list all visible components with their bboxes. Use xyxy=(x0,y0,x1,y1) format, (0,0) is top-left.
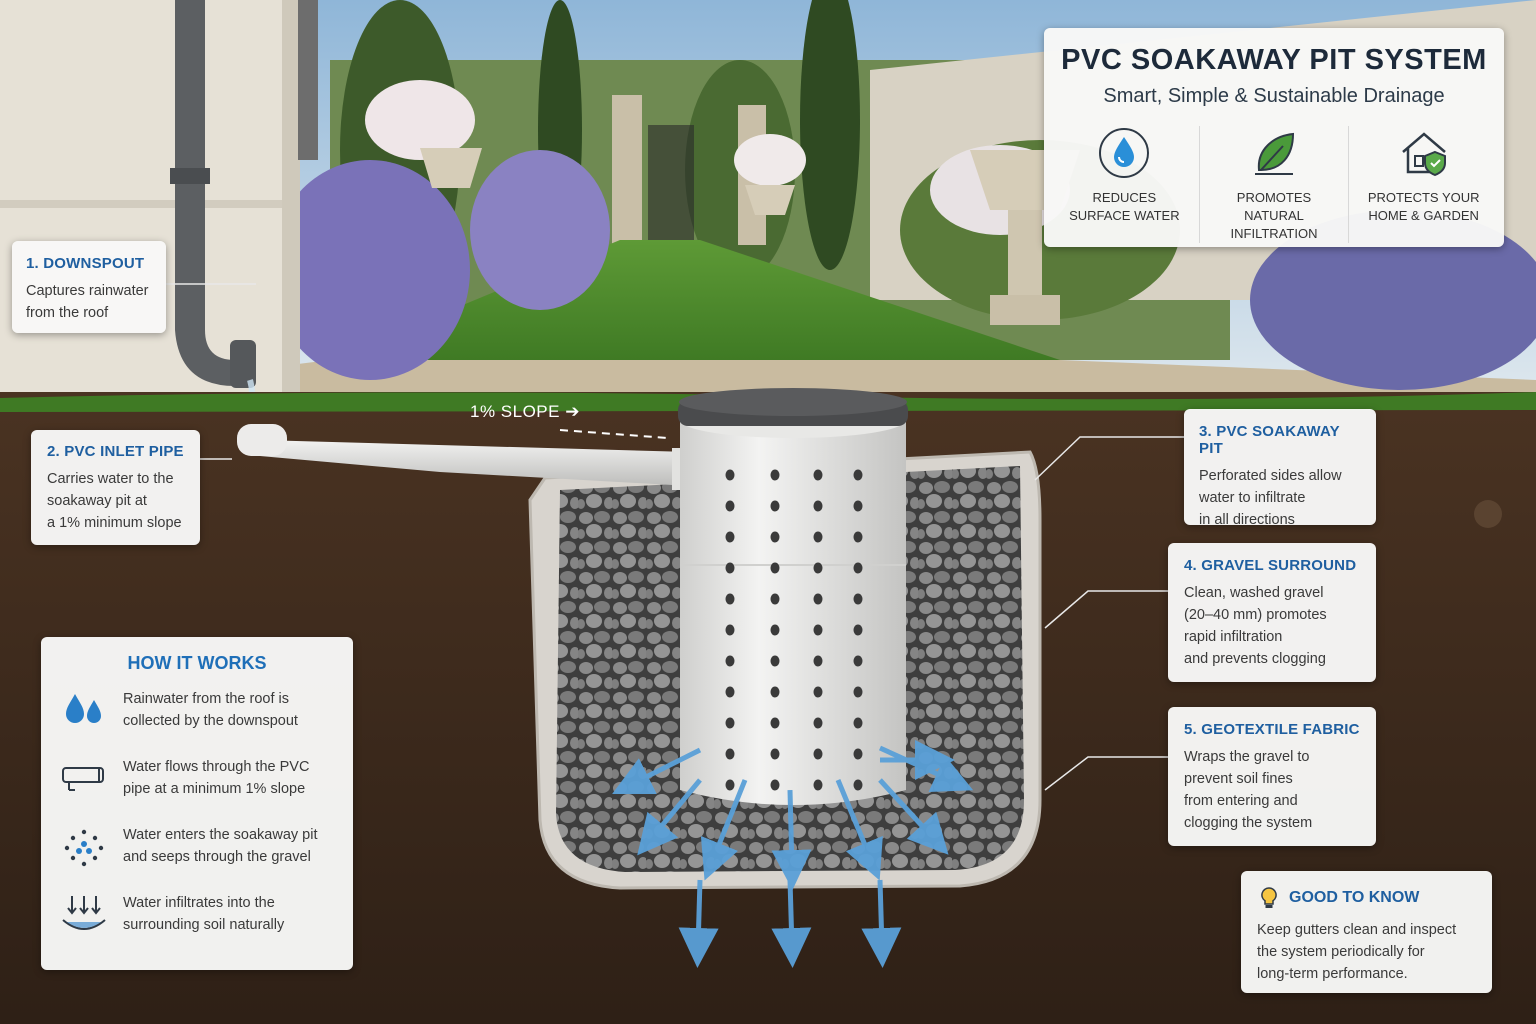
page-subtitle: Smart, Simple & Sustainable Drainage xyxy=(1103,85,1445,107)
perforation-hole xyxy=(853,686,863,698)
perforation-hole xyxy=(770,562,780,574)
perforation-hole xyxy=(813,717,823,729)
perforation-hole xyxy=(770,500,780,512)
how-it-works-title: HOW IT WORKS xyxy=(127,653,267,673)
arrow-right-icon: ➔ xyxy=(565,402,580,421)
perforation-hole xyxy=(813,562,823,574)
perforation-hole xyxy=(770,717,780,729)
perforation-hole xyxy=(725,469,735,481)
house-shield-icon xyxy=(1401,132,1446,177)
perforation-hole xyxy=(725,593,735,605)
perforation-hole xyxy=(853,531,863,543)
perforation-hole xyxy=(770,624,780,636)
perforation-hole xyxy=(725,531,735,543)
perforation-hole xyxy=(770,531,780,543)
perforation-hole xyxy=(725,624,735,636)
perforation-hole xyxy=(813,748,823,760)
infiltration-icon xyxy=(62,896,106,930)
leaf-icon xyxy=(1255,132,1295,175)
perforation-hole xyxy=(770,748,780,760)
perforation-hole xyxy=(813,655,823,667)
lightbulb-icon xyxy=(1261,887,1277,908)
perforation-hole xyxy=(853,593,863,605)
perforation-hole xyxy=(725,748,735,760)
perforation-hole xyxy=(853,500,863,512)
slope-label: 1% SLOPE ➔ xyxy=(470,402,580,421)
perforation-hole xyxy=(770,593,780,605)
pipe-icon xyxy=(62,767,104,791)
perforation-hole xyxy=(813,624,823,636)
perforation-hole xyxy=(770,686,780,698)
perforation-hole xyxy=(853,748,863,760)
perforation-hole xyxy=(853,717,863,729)
perforation-hole xyxy=(813,779,823,791)
perforation-hole xyxy=(853,655,863,667)
water-drop-icon xyxy=(1099,128,1150,178)
callout-pvc-soakaway-pit: 3. PVC SOAKAWAY PIT Perforated sides all… xyxy=(1184,409,1376,528)
perforation-hole xyxy=(853,562,863,574)
perforation-hole xyxy=(770,655,780,667)
perforation-hole xyxy=(725,562,735,574)
page-title: PVC SOAKAWAY PIT SYSTEM xyxy=(1061,44,1487,76)
perforation-hole xyxy=(770,779,780,791)
perforation-hole xyxy=(813,686,823,698)
perforation-hole xyxy=(725,717,735,729)
dispersion-icon xyxy=(64,829,104,867)
perforation-hole xyxy=(725,500,735,512)
perforation-hole xyxy=(813,531,823,543)
perforation-hole xyxy=(813,469,823,481)
good-to-know-panel: GOOD TO KNOW Keep gutters clean and insp… xyxy=(1241,871,1492,993)
good-to-know-title: GOOD TO KNOW xyxy=(1289,889,1420,906)
callout-gravel-surround: 4. GRAVEL SURROUND Clean, washed gravel(… xyxy=(1168,543,1376,682)
header-card: PVC SOAKAWAY PIT SYSTEM Smart, Simple & … xyxy=(1044,28,1504,247)
callout-geotextile-fabric: 5. GEOTEXTILE FABRIC Wraps the gravel to… xyxy=(1168,707,1376,846)
perforation-hole xyxy=(725,779,735,791)
perforation-hole xyxy=(813,593,823,605)
water-drops-icon xyxy=(66,694,101,723)
perforation-hole xyxy=(853,624,863,636)
perforation-hole xyxy=(813,500,823,512)
perforation-hole xyxy=(725,686,735,698)
perforation-hole xyxy=(770,469,780,481)
perforation-hole xyxy=(725,655,735,667)
perforation-hole xyxy=(853,779,863,791)
perforation-hole xyxy=(853,469,863,481)
